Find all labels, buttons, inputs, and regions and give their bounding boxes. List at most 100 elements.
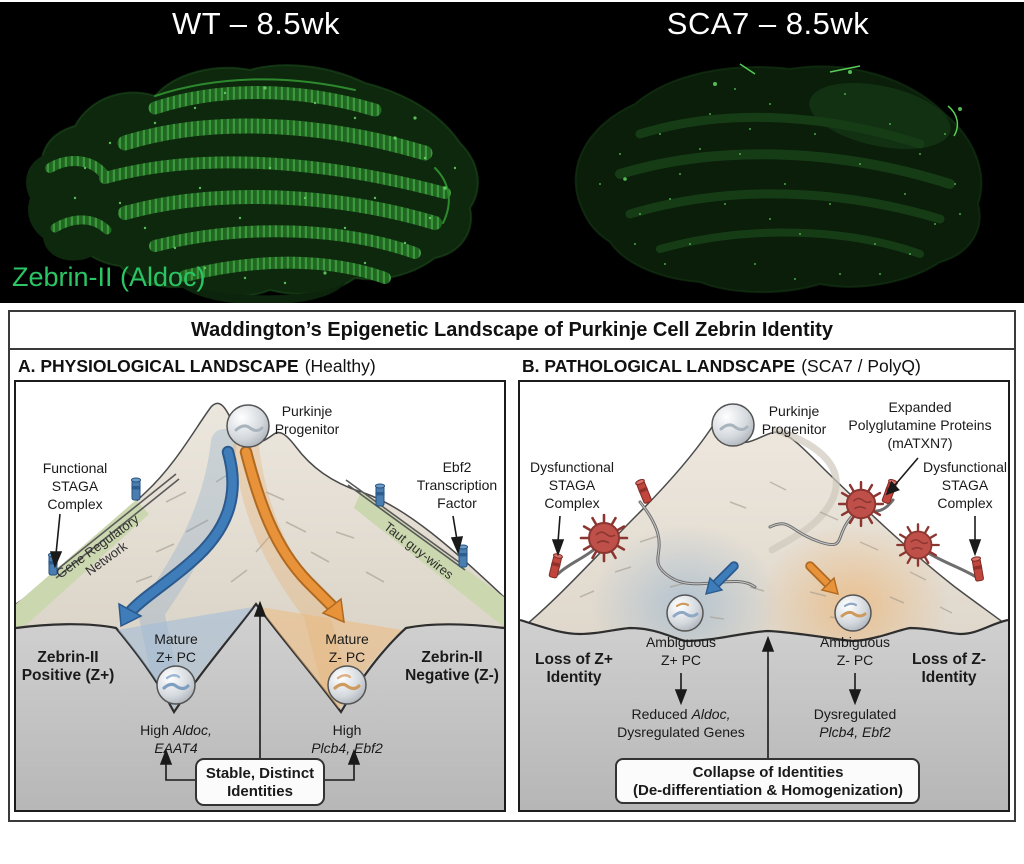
wt-cerebellum-image: [26, 64, 479, 303]
grn-peg-icon: [130, 477, 142, 501]
polyq-label: Expanded: [888, 399, 951, 415]
panel-a-physiological: Purkinje Progenitor Functional STAGA Com…: [14, 380, 506, 812]
figure-title: Waddington’s Epigenetic Landscape of Pur…: [10, 312, 1014, 350]
zminus-genes-line2: Plcb4, Ebf2: [311, 740, 383, 756]
ground-b-edge: [519, 618, 1009, 643]
sca7-title: SCA7 – 8.5wk: [666, 6, 870, 41]
stable-identities-connectors: [159, 600, 361, 781]
sca7-bright-streaks: [739, 63, 959, 137]
loss-zplus-label-2: Identity: [546, 669, 601, 686]
ambiguous-zplus-label: Ambiguous: [646, 634, 716, 650]
ambiguous-zminus-label-2: Z- PC: [837, 652, 874, 668]
panel-b-pathological: Purkinje Progenitor Expanded Polyglutami…: [518, 380, 1010, 812]
blue-fate-arrow-b: [705, 561, 739, 595]
zminus-down-arrow: [848, 673, 862, 706]
panel-b-illustration: Purkinje Progenitor Expanded Polyglutami…: [519, 399, 1009, 810]
loss-zplus-label: Loss of Z+: [535, 651, 613, 668]
grass-strip-left: [16, 500, 149, 634]
ground-a-edge: [15, 602, 505, 715]
loss-zminus-label: Loss of Z-: [912, 651, 986, 668]
guy-wires-left: [52, 473, 180, 579]
progenitor-label: Purkinje: [282, 403, 333, 419]
panel-a-illustration: Purkinje Progenitor Functional STAGA Com…: [15, 402, 505, 810]
blue-fate-arrow: [118, 445, 239, 628]
ebf2-label-3: Factor: [437, 495, 477, 511]
ambiguous-zminus-ball: [834, 594, 872, 632]
zplus-genes-b-line2: Dysregulated Genes: [617, 724, 745, 740]
zplus-genes-line2: EAAT4: [154, 740, 198, 756]
valley-blue-tint: [118, 607, 253, 709]
orange-fate-arrow: [239, 445, 345, 624]
waddington-figure: Waddington’s Epigenetic Landscape of Pur…: [8, 310, 1016, 822]
wt-zebrin-stripe-bands: [45, 78, 451, 284]
collapse-text-2: (De-differentiation & Homogenization): [633, 782, 903, 799]
zebrin-negative-label: Zebrin-II: [421, 649, 482, 666]
red-peg-lower-left-icon: [547, 552, 564, 579]
staga-pointer-arrow: [49, 513, 63, 569]
stain-label: Zebrin-II (Aldoc): [12, 262, 206, 292]
sca7-cerebellum-image: [574, 63, 983, 293]
ambiguous-zminus-label: Ambiguous: [820, 634, 890, 650]
mature-zminus-label: Mature: [325, 631, 369, 647]
ebf2-label: Ebf2: [443, 459, 472, 475]
progenitor-label-2: Progenitor: [275, 421, 340, 437]
progenitor-ball: [226, 404, 270, 448]
polyq-label-3: (mATXN7): [887, 435, 952, 451]
staga-left-pointer-arrow: [551, 515, 565, 557]
sca7-faint-folds: [615, 112, 955, 258]
stable-identities-text: Stable, Distinct: [206, 765, 314, 782]
staga-right-pointer-arrow: [968, 516, 982, 557]
panel-a-header-bold: A. PHYSIOLOGICAL LANDSCAPE: [18, 356, 299, 376]
zplus-down-arrow: [674, 673, 688, 706]
slack-wires-highlight: [639, 501, 862, 588]
collapse-text: Collapse of Identities: [693, 764, 844, 781]
guy-wires-right: [345, 479, 466, 571]
stable-identities-text-2: Identities: [227, 783, 293, 800]
orange-fate-arrow-b: [805, 561, 839, 595]
stable-identities-box: [195, 758, 325, 806]
wt-title: WT – 8.5wk: [171, 6, 341, 41]
red-peg-upper-left-icon: [634, 477, 654, 505]
panel-b-header: B. PATHOLOGICAL LANDSCAPE(SCA7 / PolyQ): [522, 356, 921, 377]
zebrin-positive-label: Zebrin-II: [37, 649, 98, 666]
collapse-box: [615, 758, 920, 804]
progenitor-ball-b: [711, 403, 755, 447]
panel-a-header: A. PHYSIOLOGICAL LANDSCAPE(Healthy): [18, 356, 376, 377]
panel-b-header-sub: (SCA7 / PolyQ): [801, 356, 921, 376]
ebf2-pointer-arrow: [450, 515, 464, 555]
sca7-speckles: [599, 70, 962, 280]
functional-staga-label: Functional: [43, 460, 108, 476]
ebf2-label-2: Transcription: [417, 477, 497, 493]
dysfunctional-staga-right-label: Dysfunctional: [923, 459, 1007, 475]
dysfunctional-staga-left-label-3: Complex: [544, 495, 599, 511]
z-minus-ball: [327, 665, 367, 705]
functional-staga-label-2: STAGA: [52, 478, 99, 494]
dysfunctional-staga-left-label-2: STAGA: [549, 477, 596, 493]
zminus-genes-b-line2: Plcb4, Ebf2: [819, 724, 891, 740]
ghost-trail: [768, 426, 840, 554]
panel-a-header-sub: (Healthy): [304, 356, 376, 376]
dysfunctional-staga-right-label-3: Complex: [937, 495, 992, 511]
mature-zminus-label-2: Z- PC: [329, 649, 366, 665]
mountain-a-hatching: [135, 471, 385, 583]
progenitor-label-b: Purkinje: [769, 403, 820, 419]
dysfunctional-staga-left-label: Dysfunctional: [530, 459, 614, 475]
polyq-pointer-arrow: [885, 457, 919, 496]
zebrin-negative-label-2: Negative (Z-): [405, 667, 499, 684]
collapse-connector: [761, 635, 775, 759]
blue-channel: [137, 429, 237, 695]
zebrin-positive-label-2: Positive (Z+): [22, 667, 115, 684]
z-plus-ball: [156, 665, 196, 705]
microscopy-strip: WT – 8.5wk SCA7 – 8.5wk: [0, 2, 1024, 303]
ambiguous-zplus-ball: [666, 594, 704, 632]
red-peg-lower-right-icon: [970, 555, 985, 582]
valley-orange-tint: [259, 607, 402, 709]
loss-zminus-label-2: Identity: [921, 669, 976, 686]
zminus-genes-b-line1: Dysregulated: [814, 706, 897, 722]
zminus-genes-line1: High: [333, 722, 362, 738]
mature-zplus-label: Mature: [154, 631, 198, 647]
mature-zplus-label-2: Z+ PC: [156, 649, 196, 665]
